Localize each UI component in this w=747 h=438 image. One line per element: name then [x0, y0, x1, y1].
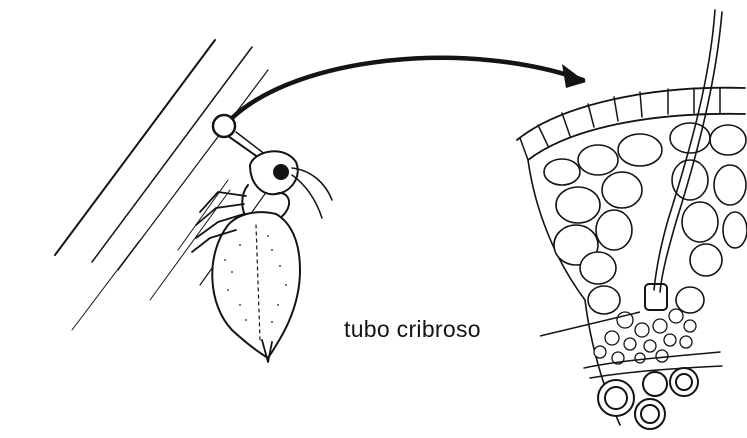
- aphid-eye: [274, 165, 288, 179]
- zoom-arrow: [213, 58, 586, 137]
- arrow-head: [562, 64, 586, 88]
- sieve-tube-label: tubo cribroso: [344, 316, 481, 343]
- aphid: [192, 132, 332, 362]
- xylem-vessels: [598, 368, 698, 429]
- magnified-point: [213, 115, 235, 137]
- sieve-tube: [645, 284, 667, 310]
